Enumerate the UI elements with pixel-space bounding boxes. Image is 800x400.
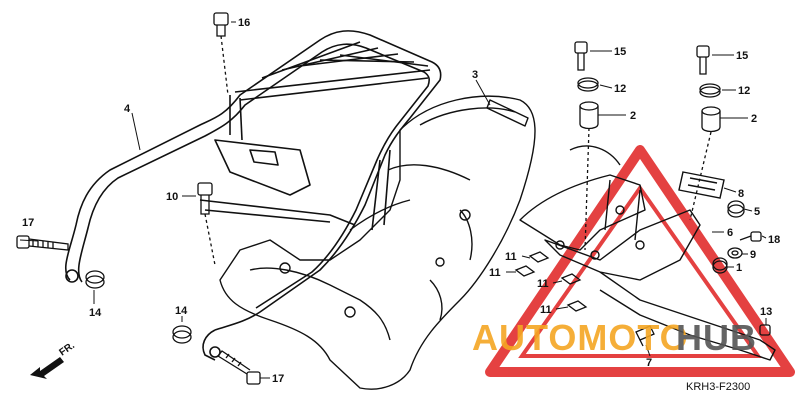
callout-8: 8: [738, 188, 744, 200]
front-direction-arrow-icon: FR.: [30, 340, 77, 379]
callout-15-right: 15: [736, 50, 748, 62]
nut-14-left-icon: [85, 270, 105, 289]
rear-fender-bracket: [519, 145, 776, 361]
reflector-pad: [678, 171, 725, 199]
callout-1: 1: [736, 262, 742, 274]
bolt-stack-right-icon: [689, 45, 721, 221]
screw-18-icon: [739, 231, 762, 242]
callout-17-left: 17: [22, 217, 34, 229]
plug-7-icon: [635, 325, 655, 347]
rear-inner-fender: [219, 95, 536, 390]
callout-11-c: 11: [537, 278, 549, 290]
callout-11-d: 11: [540, 304, 552, 316]
callout-4: 4: [124, 103, 131, 115]
bolt-16-icon: [213, 12, 229, 96]
callout-15-left: 15: [614, 46, 626, 58]
callout-12-left: 12: [614, 83, 626, 95]
callout-14-left: 14: [89, 307, 102, 319]
diagram-code: KRH3-F2300: [686, 381, 750, 393]
watermark-text: AUTOMOTO HUB: [472, 317, 757, 358]
callout-2-left: 2: [630, 110, 636, 122]
callout-16: 16: [238, 17, 250, 29]
nut-14-bottom-icon: [172, 325, 192, 344]
front-direction-label: FR.: [57, 340, 77, 358]
callout-11-b: 11: [489, 267, 501, 279]
grommet-5-icon: [727, 200, 745, 218]
callout-7: 7: [646, 357, 652, 369]
callout-14-bottom: 14: [175, 305, 188, 317]
rear-carrier-frame: [65, 30, 442, 361]
callout-2-right: 2: [751, 113, 757, 125]
watermark-hub: HUB: [676, 317, 757, 358]
bolt-stack-left-icon: [574, 41, 599, 251]
washer-9-icon: [727, 247, 743, 259]
bolt-17-left-icon: [16, 235, 69, 251]
leader-lines: [19, 21, 767, 379]
callout-11-a: 11: [505, 251, 517, 263]
callout-5: 5: [754, 206, 760, 218]
callout-10: 10: [166, 191, 178, 203]
bolt-10-icon: [197, 182, 216, 266]
watermark-automoto: AUTOMOTO: [472, 317, 689, 358]
clip-11-icons: [514, 251, 588, 312]
callout-6: 6: [727, 227, 733, 239]
callout-labels: 16 4 3 10 17 14 14 17 15 12 2 15 12 2 8 …: [22, 17, 780, 385]
bolt-17-bottom-icon: [217, 350, 261, 385]
callout-12-right: 12: [738, 85, 750, 97]
watermark-triangle-icon: [485, 145, 795, 377]
bolt-13-icon: [759, 324, 771, 336]
callout-18: 18: [768, 234, 780, 246]
callout-17-bottom: 17: [272, 373, 284, 385]
callout-9: 9: [750, 249, 756, 261]
callout-3: 3: [472, 69, 478, 81]
callout-13: 13: [760, 306, 772, 318]
